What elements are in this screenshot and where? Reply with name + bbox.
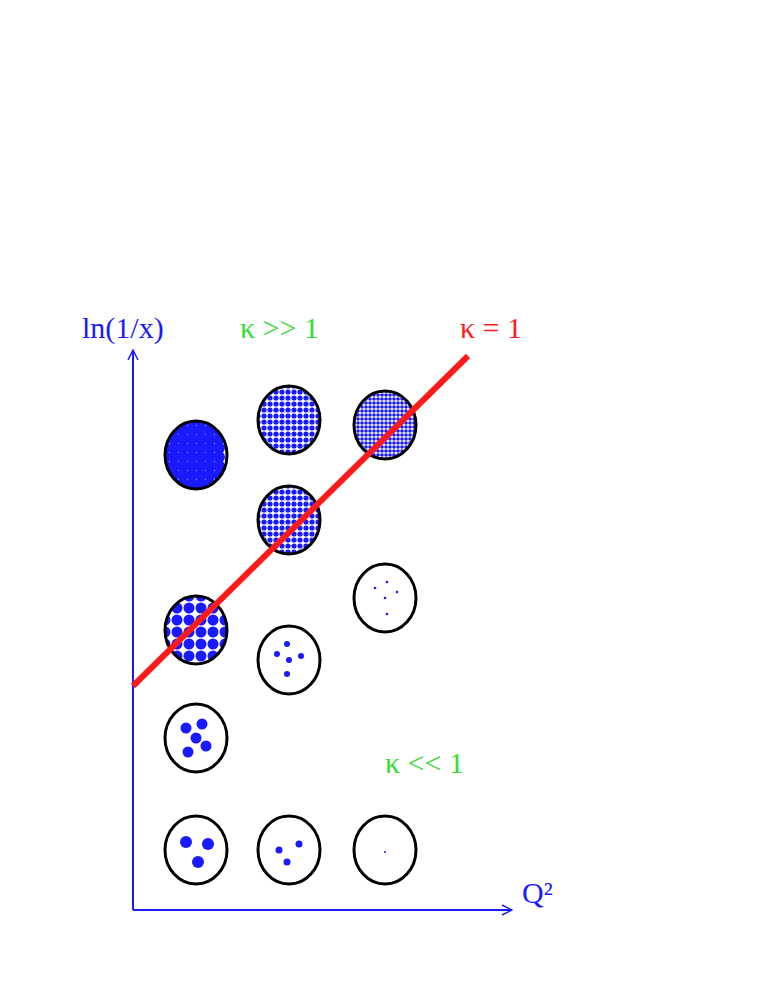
y-axis	[132, 350, 134, 910]
line-label: κ = 1	[460, 313, 522, 343]
saturation-line	[133, 356, 468, 686]
proton-disc	[354, 816, 416, 884]
proton-disc	[258, 816, 320, 884]
axis-label: ln(1/x)	[82, 313, 164, 343]
region-label: κ >> 1	[240, 313, 319, 343]
proton-disc	[352, 389, 416, 461]
proton-disc	[255, 383, 320, 454]
proton-discs	[159, 383, 416, 884]
axis-label: Q²	[522, 878, 553, 908]
proton-disc	[255, 483, 320, 554]
region-label: κ << 1	[385, 748, 464, 778]
proton-disc	[165, 816, 227, 884]
proton-disc	[159, 415, 227, 490]
x-axis	[133, 909, 512, 911]
proton-disc	[165, 704, 227, 772]
proton-disc	[258, 626, 320, 694]
proton-disc	[354, 564, 416, 632]
